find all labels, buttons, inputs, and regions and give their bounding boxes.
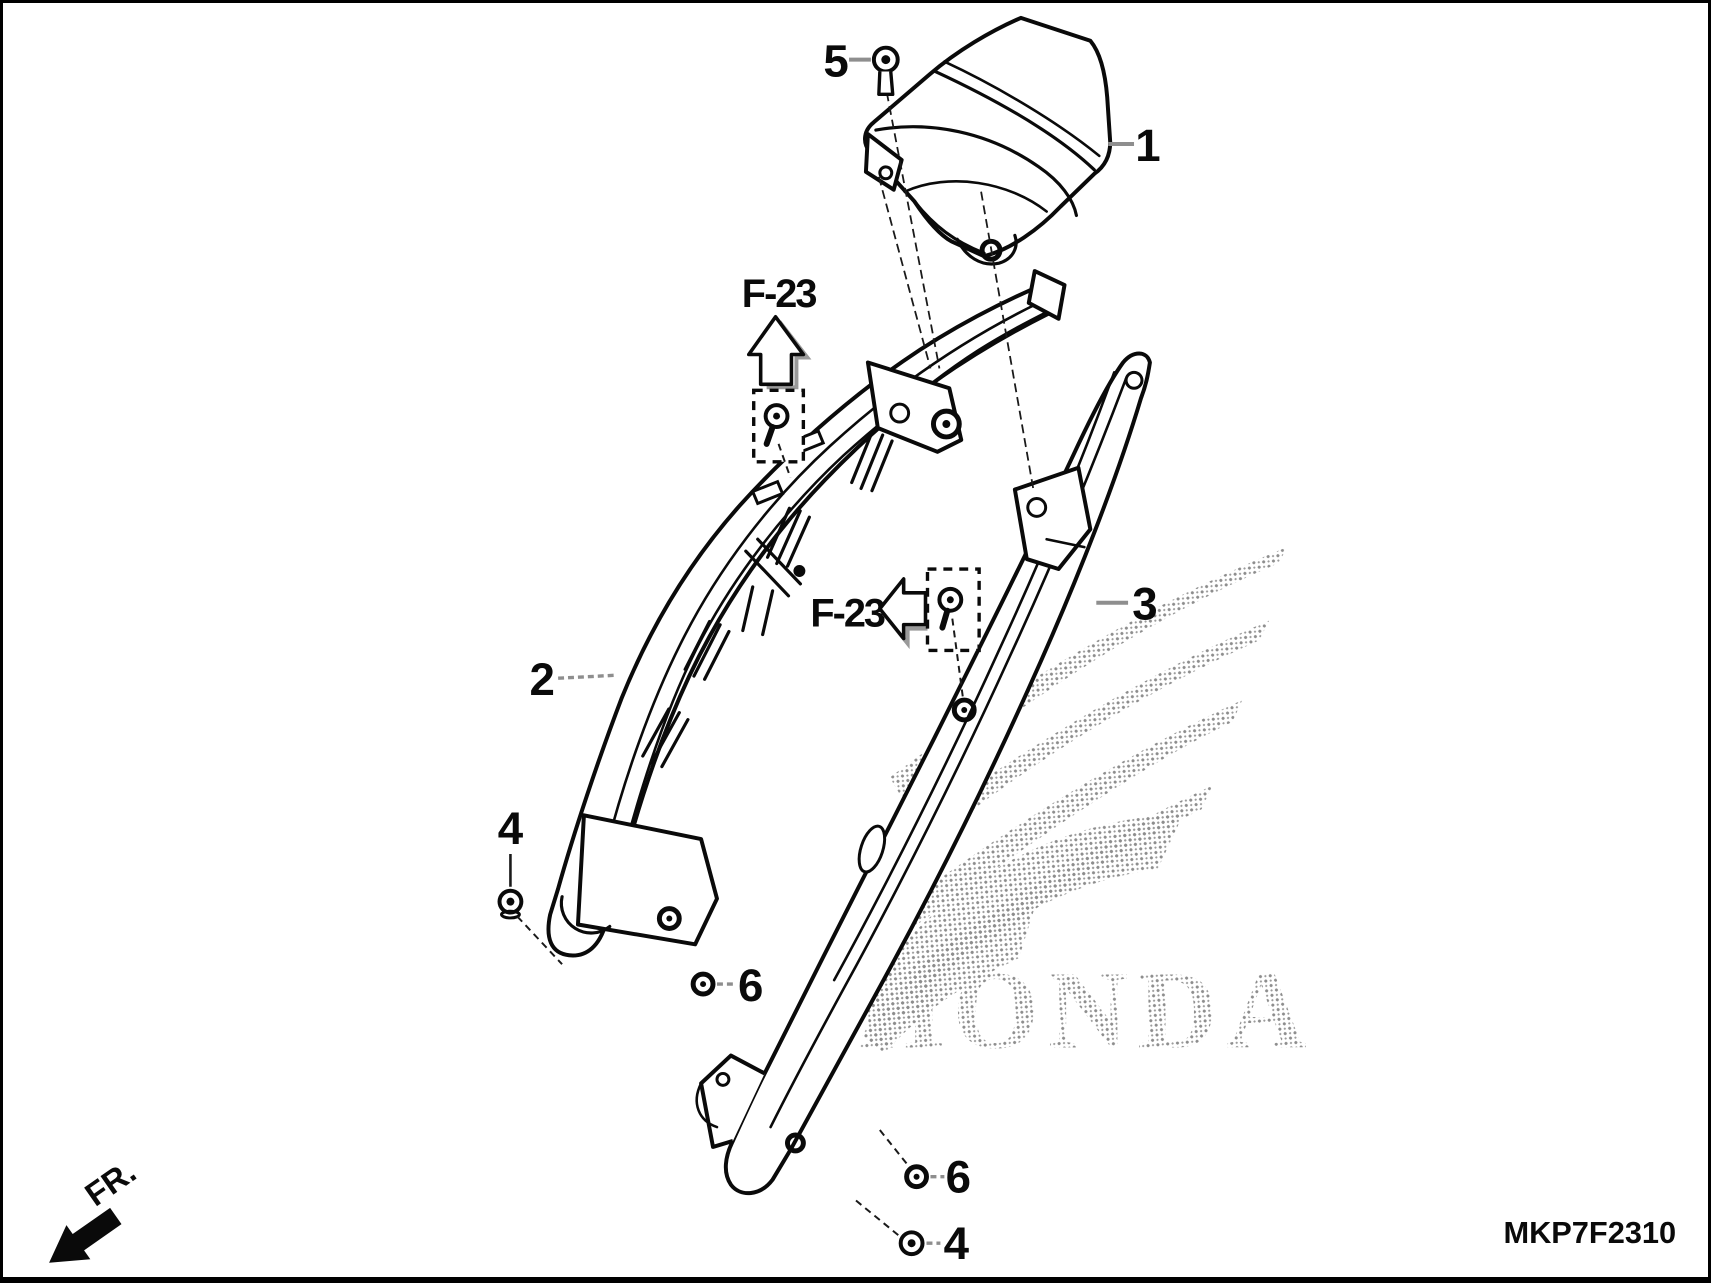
callout-3-side-rail: 3 (1132, 579, 1157, 630)
part-side-rail (695, 351, 1152, 1195)
bolt-5 (871, 45, 900, 97)
bolt-4-bottom (855, 1199, 925, 1257)
bolt-icon (937, 586, 964, 631)
f23-lower-label: F-23 (810, 592, 885, 636)
honda-watermark-text: HONDA (857, 950, 1316, 1073)
callout-6-bottom: 6 (946, 1152, 971, 1203)
bolt-icon (763, 403, 790, 447)
rail-rib-marks (641, 431, 894, 769)
callout-2-center-rail: 2 (530, 654, 555, 705)
part-center-rail (546, 269, 1067, 958)
diagram-part-code: MKP7F2310 (1503, 1215, 1676, 1250)
callout-5-bolt: 5 (823, 35, 848, 86)
left-arrow-icon (878, 577, 928, 641)
callout-1-rear-cowl: 1 (1135, 120, 1160, 171)
up-arrow-icon (746, 314, 806, 387)
fr-arrow-icon (49, 1207, 122, 1263)
grommet-6-bottom (879, 1129, 929, 1190)
grommet-6-left (690, 971, 716, 997)
honda-wing-watermark: HONDA (857, 547, 1316, 1073)
callout-leaders (509, 57, 1135, 1245)
alignment-lines (877, 92, 1035, 492)
bolt-4-left (497, 888, 563, 965)
callout-6-left: 6 (738, 960, 763, 1011)
callout-4-bottom: 4 (944, 1218, 970, 1269)
callout-4-left: 4 (498, 803, 524, 854)
front-direction-indicator: FR. (49, 1153, 142, 1263)
diagram-canvas: HONDA (49, 15, 1676, 1269)
fr-label: FR. (78, 1153, 142, 1214)
f23-reference-upper: F-23 (742, 272, 818, 478)
part-rear-cowl (863, 15, 1113, 266)
f23-upper-label: F-23 (742, 272, 817, 316)
f23-reference-lower: F-23 (810, 567, 981, 701)
